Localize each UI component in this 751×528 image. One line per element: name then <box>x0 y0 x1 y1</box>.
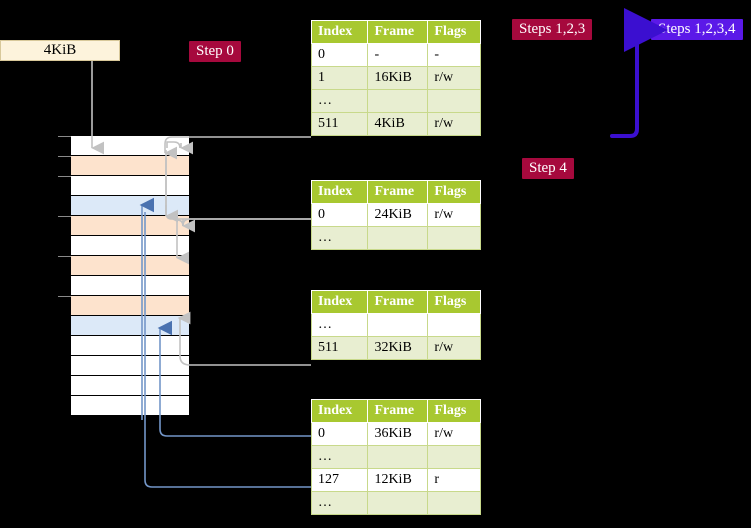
table-header-row: Index Frame Flags <box>310 399 481 423</box>
bracket-arrow-steps <box>610 8 668 138</box>
table-row-ellipsis: … <box>310 445 481 469</box>
memory-row <box>71 336 189 356</box>
cell-frame <box>367 313 429 337</box>
badge-steps-1-2-3: Steps 1,2,3 <box>512 19 593 40</box>
memory-row <box>71 216 189 236</box>
cell-flags <box>427 491 481 515</box>
column-header-flags: Flags <box>427 399 481 423</box>
column-header-frame: Frame <box>367 399 429 423</box>
cell-index: … <box>310 491 369 515</box>
column-header-frame: Frame <box>367 20 429 44</box>
physical-memory-column <box>70 135 190 415</box>
table-row[interactable]: 511 32KiB r/w <box>310 336 481 360</box>
memory-row <box>71 276 189 296</box>
cell-flags: r/w <box>427 336 481 360</box>
cell-flags <box>427 445 481 469</box>
table-row[interactable]: 1 16KiB r/w <box>310 66 481 90</box>
page-table-level-1: Index Frame Flags 0 36KiB r/w … 127 12Ki… <box>310 399 481 515</box>
table-row[interactable]: 0 24KiB r/w <box>310 203 481 227</box>
cell-frame: 24KiB <box>367 203 429 227</box>
table-row[interactable]: 0 36KiB r/w <box>310 422 481 446</box>
cell-frame <box>367 491 429 515</box>
column-header-index: Index <box>310 290 369 314</box>
cell-flags: r/w <box>427 422 481 446</box>
wire-level2-to-memory <box>177 311 311 366</box>
table-row-ellipsis: … <box>310 491 481 515</box>
table-row-ellipsis: … <box>310 89 481 113</box>
memory-row <box>71 196 189 216</box>
column-header-index: Index <box>310 20 369 44</box>
memory-row <box>71 356 189 376</box>
table-header-row: Index Frame Flags <box>310 180 481 204</box>
cell-index: 0 <box>310 203 369 227</box>
cell-flags: r/w <box>427 66 481 90</box>
cell-frame: 32KiB <box>367 336 429 360</box>
memory-row <box>71 316 189 336</box>
memory-row <box>71 236 189 256</box>
memory-tick <box>58 216 71 217</box>
table-row[interactable]: 127 12KiB r <box>310 468 481 492</box>
cell-index: 127 <box>310 468 369 492</box>
cell-frame: 12KiB <box>367 468 429 492</box>
cell-index: 511 <box>310 336 369 360</box>
memory-row <box>71 156 189 176</box>
badge-steps-1-2-3-4: Steps 1,2,3,4 <box>651 19 743 40</box>
cell-flags: r <box>427 468 481 492</box>
column-header-flags: Flags <box>427 290 481 314</box>
cell-frame: 36KiB <box>367 422 429 446</box>
cell-index: 511 <box>310 112 369 136</box>
memory-row <box>71 396 189 415</box>
size-box-4kib: 4KiB <box>0 40 120 61</box>
cell-frame: - <box>367 43 429 67</box>
cell-index: 1 <box>310 66 369 90</box>
column-header-frame: Frame <box>367 180 429 204</box>
page-table-level-3: Index Frame Flags 0 24KiB r/w … <box>310 180 481 250</box>
column-header-flags: Flags <box>427 180 481 204</box>
table-header-row: Index Frame Flags <box>310 290 481 314</box>
table-row[interactable]: 0 - - <box>310 43 481 67</box>
table-header-row: Index Frame Flags <box>310 20 481 44</box>
cell-flags: r/w <box>427 203 481 227</box>
cell-flags <box>427 226 481 250</box>
cell-flags: r/w <box>427 112 481 136</box>
cell-index: … <box>310 445 369 469</box>
cell-index: … <box>310 313 369 337</box>
page-table-level-2: Index Frame Flags … 511 32KiB r/w <box>310 290 481 360</box>
memory-row <box>71 376 189 396</box>
memory-row <box>71 176 189 196</box>
column-header-index: Index <box>310 180 369 204</box>
cell-frame <box>367 226 429 250</box>
cell-index: 0 <box>310 43 369 67</box>
cell-index: … <box>310 89 369 113</box>
memory-tick <box>58 136 71 137</box>
cell-flags: - <box>427 43 481 67</box>
cell-frame <box>367 89 429 113</box>
cell-index: … <box>310 226 369 250</box>
cell-flags <box>427 89 481 113</box>
badge-step-0: Step 0 <box>189 41 241 62</box>
cell-flags <box>427 313 481 337</box>
table-row-ellipsis: … <box>310 226 481 250</box>
badge-step-4: Step 4 <box>522 158 574 179</box>
cell-frame: 16KiB <box>367 66 429 90</box>
size-box-label: 4KiB <box>43 42 77 58</box>
memory-tick <box>58 176 71 177</box>
memory-row <box>71 136 189 156</box>
page-table-level-4: Index Frame Flags 0 - - 1 16KiB r/w … <box>310 20 481 136</box>
column-header-frame: Frame <box>367 290 429 314</box>
column-header-index: Index <box>310 399 369 423</box>
memory-tick <box>58 156 71 157</box>
column-header-flags: Flags <box>427 20 481 44</box>
cell-frame <box>367 445 429 469</box>
cell-frame: 4KiB <box>367 112 429 136</box>
memory-row <box>71 256 189 276</box>
table-row-ellipsis: … <box>310 313 481 337</box>
memory-row <box>71 296 189 316</box>
memory-tick <box>58 256 71 257</box>
memory-tick <box>58 296 71 297</box>
table-row-highlighted[interactable]: 511 4KiB r/w <box>310 112 481 136</box>
cell-index: 0 <box>310 422 369 446</box>
